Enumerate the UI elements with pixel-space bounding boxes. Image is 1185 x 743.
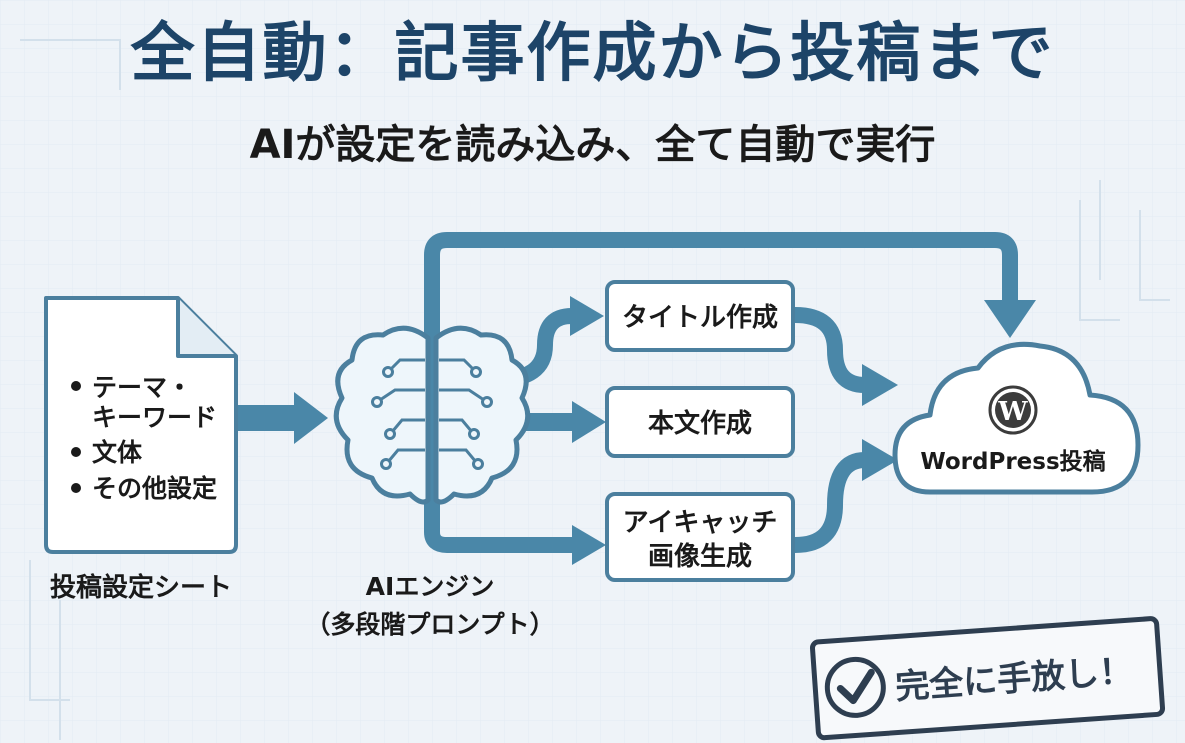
wordpress-logo-letter: W: [997, 397, 1028, 427]
bullet-2: [71, 447, 81, 457]
sheet-item-other: その他設定: [92, 474, 217, 503]
title-to-cloud-arrowhead: [862, 364, 898, 406]
image-step-box: [605, 492, 795, 582]
settings-sheet: テーマ・ キーワード 文体 その他設定: [44, 296, 238, 554]
engine-to-image-arrowhead: [572, 525, 606, 565]
check-circle-icon: [824, 656, 886, 718]
sheet-to-engine-arrow: [238, 405, 296, 431]
image-step-label-line1: アイキャッチ: [623, 508, 778, 538]
body-step-label: 本文作成: [648, 408, 752, 439]
title-to-cloud-arrow: [794, 307, 866, 393]
bullet-3: [71, 483, 81, 493]
wordpress-cloud: W WordPress投稿: [892, 341, 1141, 495]
engine-caption-line1: AIエンジン: [365, 572, 495, 601]
hands-free-stamp: 完全に手放し！: [809, 616, 1166, 741]
wordpress-label: WordPress投稿: [920, 448, 1105, 475]
sheet-caption: 投稿設定シート: [49, 573, 232, 603]
image-to-cloud-arrow: [794, 452, 866, 553]
sheet-item-theme: テーマ・: [92, 373, 192, 402]
image-step-label-line2: 画像生成: [648, 542, 752, 572]
check-mark-icon: [836, 668, 875, 705]
circuit-decoration: [20, 39, 1170, 740]
brain-icon: [333, 325, 531, 505]
bullet-1: [71, 381, 81, 391]
page-subtitle: AIが設定を読み込み、全て自動で実行: [249, 122, 936, 168]
title-step-label: タイトル作成: [622, 303, 778, 333]
direct-publish-arrow: [424, 232, 1018, 420]
direct-publish-arrowhead: [984, 300, 1036, 338]
body-step-box: [605, 386, 795, 458]
page-title: 全自動：記事作成から投稿まで: [130, 17, 1055, 91]
engine-to-image-arrow: [424, 420, 574, 553]
title-step-box: [605, 280, 795, 352]
image-to-cloud-arrowhead: [862, 439, 898, 481]
sheet-item-style: 文体: [92, 438, 143, 467]
engine-to-title-arrowhead: [570, 296, 604, 336]
engine-caption-line2: （多段階プロンプト）: [305, 610, 555, 639]
sheet-item-keyword: キーワード: [92, 403, 217, 432]
engine-to-body-arrowhead: [572, 401, 606, 443]
sheet-to-engine-arrowhead: [294, 392, 328, 444]
